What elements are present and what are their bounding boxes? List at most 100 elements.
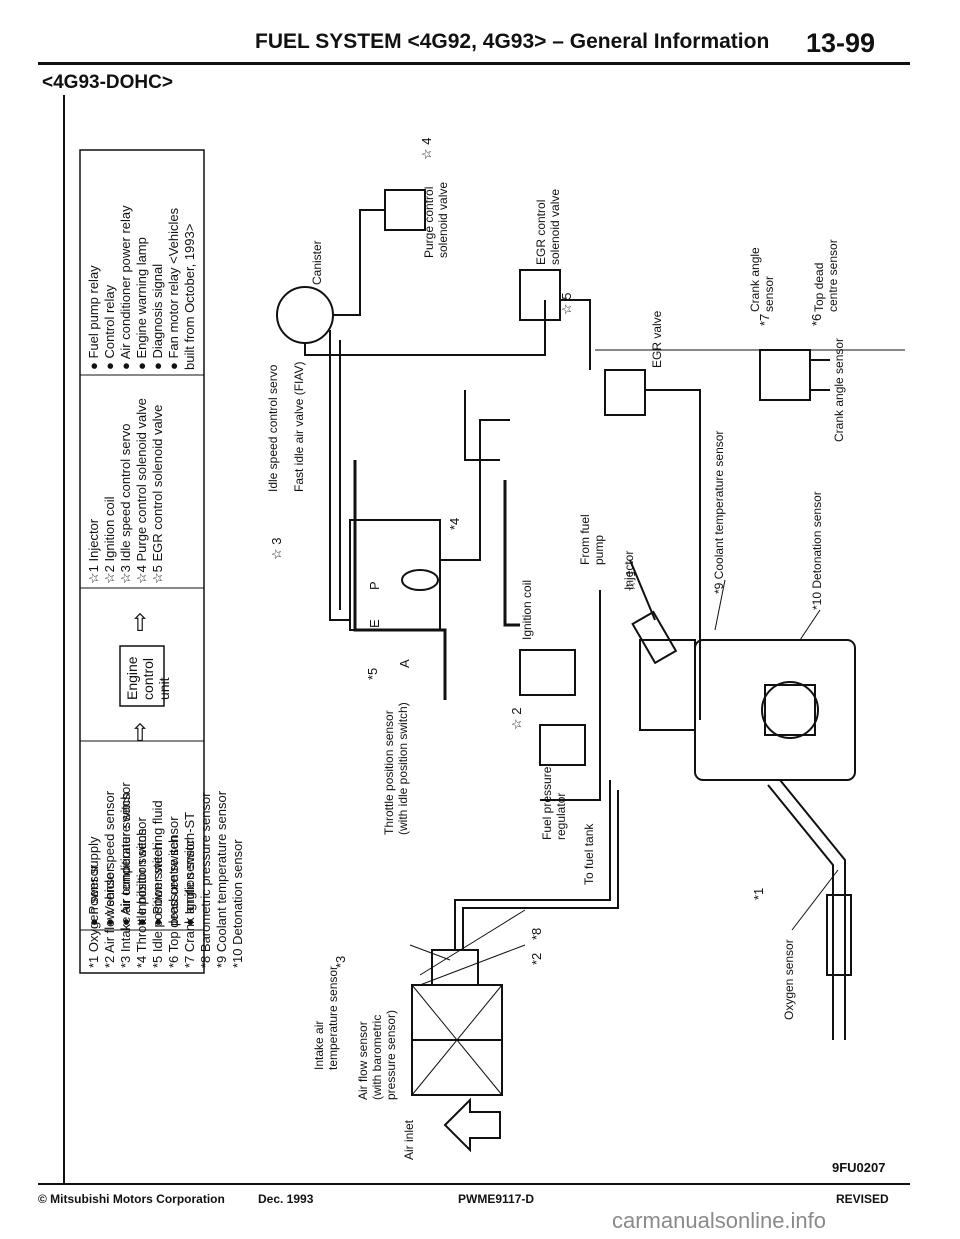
label-isc-servo: Idle speed control servo (266, 364, 280, 492)
marker-star-2: ☆ 2 (509, 707, 524, 731)
egr-solenoid-valve (519, 269, 561, 321)
engine-block (694, 639, 856, 781)
throttle-valve (401, 569, 439, 591)
label-egr-solenoid: EGR control solenoid valve (534, 189, 562, 265)
label-line: Fuel pressure (540, 766, 554, 840)
footer-copyright: © Mitsubishi Motors Corporation (38, 1192, 225, 1206)
fiav-hose (464, 390, 500, 461)
marker-7: *7 (757, 313, 772, 326)
label-line: Air flow sensor (356, 1021, 370, 1100)
footer-date: Dec. 1993 (258, 1192, 314, 1206)
marker-p: P (367, 581, 382, 590)
cylinder-head (639, 639, 696, 731)
label-line: From fuel (578, 514, 592, 565)
label-line: temperature sensor (326, 965, 340, 1070)
throttle-body (349, 519, 441, 631)
header-rule (38, 62, 910, 65)
marker-a: A (397, 659, 412, 668)
label-detonation-sensor: *10 Detonation sensor (810, 491, 824, 610)
air-flow-sensor-body (431, 949, 479, 986)
label-line: Top dead (812, 262, 826, 312)
label-purge-valve: Purge control solenoid valve (422, 182, 450, 258)
harness-tps (353, 460, 447, 700)
injector-line (629, 559, 656, 621)
detonation-leader (799, 609, 821, 641)
marker-star-5: ☆ 5 (559, 292, 574, 316)
label-line: (with barometric (370, 1014, 384, 1100)
crank-sensor-leads (810, 359, 830, 391)
marker-e: E (367, 619, 382, 628)
egr-hose (560, 299, 591, 370)
intake-duct-inner (462, 790, 619, 950)
label-canister: Canister (310, 240, 324, 285)
label-line: EGR control (534, 199, 548, 265)
airflow-leader (419, 944, 526, 986)
marker-star-1: ☆ 1 (623, 569, 638, 593)
purge-hose (333, 209, 385, 316)
vacuum-hose (440, 419, 510, 561)
label-throttle-position-sensor: Throttle position sensor (with idle posi… (382, 702, 410, 835)
label-coolant-sensor: *9 Coolant temperature sensor (712, 430, 726, 594)
label-crank-angle: Crank angle sensor (748, 247, 776, 312)
exhaust-pipe-inner (767, 784, 834, 1040)
label-line: regulator (554, 792, 568, 840)
crank-angle-sensor-body (759, 349, 811, 401)
page-number: 13-99 (806, 28, 876, 58)
label-fiav: Fast idle air valve (FIAV) (292, 361, 306, 492)
ignition-coil (519, 649, 576, 696)
label-line: (with idle position switch) (396, 702, 410, 835)
frame-left-rule (63, 95, 65, 1185)
canister-line (304, 300, 546, 356)
watermark: carmanualsonline.info (612, 1208, 827, 1233)
label-fuel-tank: To fuel tank (582, 823, 596, 885)
engine-model-label: <4G93-DOHC> (42, 72, 173, 93)
figure-id: 9FU0207 (832, 1160, 886, 1175)
air-cleaner-element (411, 984, 503, 1096)
fuel-feed-line (540, 590, 601, 801)
label-line: sensor (762, 275, 776, 312)
injector (631, 610, 678, 665)
page-title: FUEL SYSTEM <4G92, 4G93> – General Infor… (255, 30, 770, 53)
marker-star-3: ☆ 3 (269, 537, 284, 561)
exhaust-pipe (779, 779, 846, 1040)
intake-temp-leader (409, 944, 451, 961)
footer-rule (38, 1183, 910, 1185)
isc-hose (329, 330, 350, 621)
label-line: Crank angle (748, 247, 762, 312)
label-line: pressure sensor) (384, 1009, 398, 1100)
piston (761, 681, 819, 739)
schematic-lines (276, 189, 905, 1153)
air-inlet-arrow-icon (443, 1097, 501, 1153)
label-line: Purge control (422, 186, 436, 258)
label-air-flow-sensor: Air flow sensor (with barometric pressur… (356, 1010, 398, 1100)
egr-pipe (645, 389, 701, 720)
label-oxygen-sensor: Oxygen sensor (782, 939, 796, 1020)
baro-leader (419, 909, 526, 976)
footer-code: PWME9117-D (458, 1192, 535, 1206)
label-ignition-coil: Ignition coil (520, 579, 534, 640)
label-line: Throttle position sensor (382, 710, 396, 835)
label-line: solenoid valve (436, 181, 450, 258)
egr-valve (604, 369, 646, 416)
input-arrow-icon: ⇧ (130, 720, 151, 747)
label-tdc-sensor: Top dead centre sensor (812, 239, 840, 312)
label-line: pump (592, 534, 606, 565)
catalytic-converter (826, 894, 852, 976)
marker-6: *6 (809, 313, 824, 326)
label-air-inlet: Air inlet (402, 1119, 416, 1160)
label-fuel-pump: From fuel pump (578, 514, 606, 565)
marker-3: *3 (333, 955, 348, 968)
cylinder (764, 684, 816, 736)
marker-5: *5 (365, 667, 380, 680)
marker-1: *1 (751, 887, 766, 900)
intake-duct (454, 780, 611, 950)
marker-8: *8 (529, 927, 544, 940)
marker-star-4: ☆ 4 (419, 137, 434, 161)
label-line: Intake air (312, 1020, 326, 1070)
label-line: solenoid valve (548, 188, 562, 265)
harness (503, 480, 520, 627)
footer-status: REVISED (836, 1192, 889, 1206)
marker-4: *4 (447, 517, 462, 530)
canister (276, 286, 334, 344)
